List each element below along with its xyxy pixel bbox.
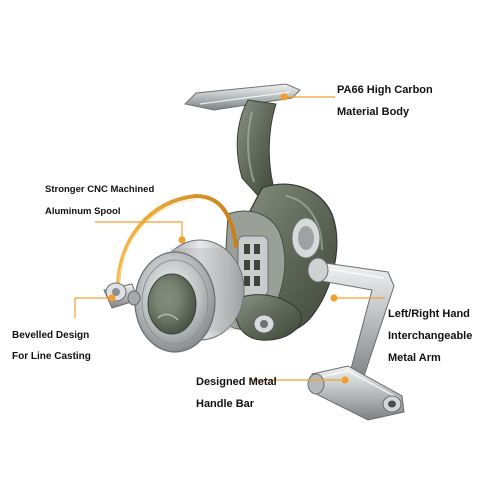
callout-arm-line3: Metal Arm — [388, 352, 441, 364]
callout-body: PA66 High Carbon Material Body — [337, 79, 433, 123]
callout-handle-line1: Designed Metal — [196, 376, 277, 388]
leader-body — [280, 93, 335, 101]
callout-handle-line2: Handle Bar — [196, 398, 255, 410]
leader-arm — [330, 294, 385, 302]
callout-body-line1: PA66 High Carbon — [337, 84, 433, 96]
callout-spool-line1: Stronger CNC Machined — [45, 184, 155, 195]
crank-arm — [307, 257, 395, 383]
callout-bevel: Bevelled Design For Line Casting — [12, 325, 91, 367]
aluminum-spool — [134, 239, 245, 353]
leader-lines — [74, 93, 385, 384]
leader-handle — [252, 376, 349, 384]
callout-handle: Designed Metal Handle Bar — [196, 371, 277, 415]
bail-wire — [116, 193, 238, 290]
line-roller — [103, 282, 141, 309]
callout-body-line2: Material Body — [337, 106, 410, 118]
leader-spool — [95, 221, 186, 244]
handle-knob — [307, 365, 405, 421]
callout-spool-line2: Aluminum Spool — [45, 206, 121, 217]
callout-arm: Left/Right Hand Interchangeable Metal Ar… — [388, 303, 472, 369]
leader-bevel — [74, 294, 116, 318]
callout-arm-line1: Left/Right Hand — [388, 308, 470, 320]
reel-foot — [183, 83, 301, 111]
callout-arm-line2: Interchangeable — [388, 330, 473, 342]
callout-bevel-line2: For Line Casting — [12, 351, 91, 362]
callout-spool: Stronger CNC Machined Aluminum Spool — [45, 179, 154, 223]
callout-bevel-line1: Bevelled Design — [12, 330, 90, 341]
